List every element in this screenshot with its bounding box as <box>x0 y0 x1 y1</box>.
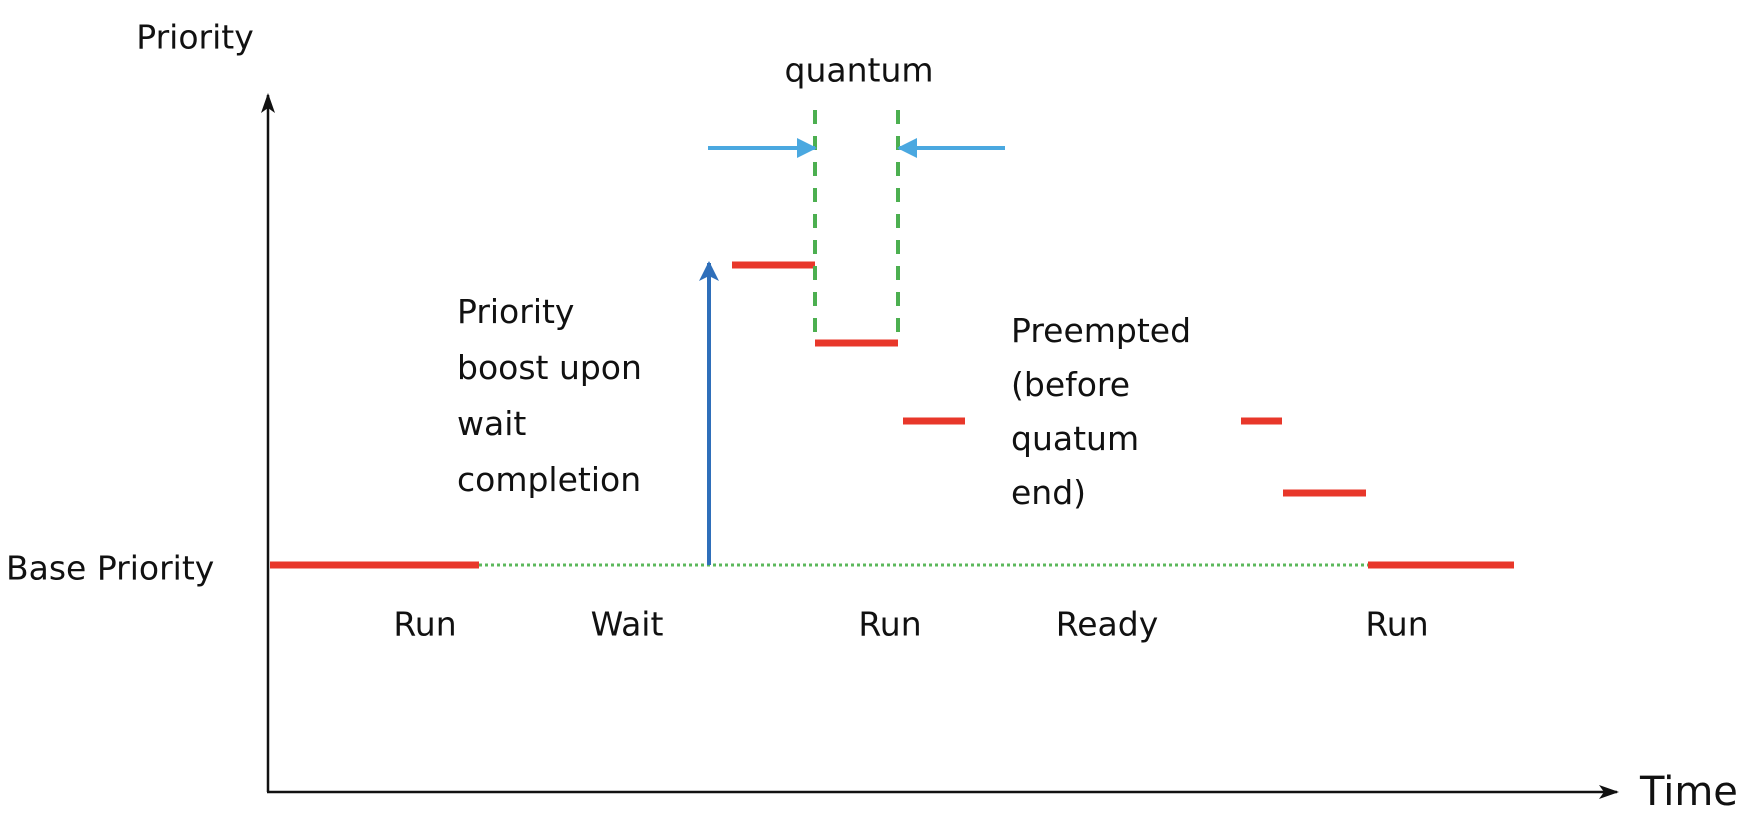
preempted-annotation: Preempted (before quatum end) <box>1011 304 1191 520</box>
state-label-ready: Ready <box>1055 604 1159 644</box>
state-label-run: Run <box>858 604 922 644</box>
state-label-run: Run <box>1365 604 1429 644</box>
x-axis-label: Time <box>1640 769 1738 815</box>
annotation-line: boost upon <box>457 348 642 387</box>
annotation-line: (before <box>1011 365 1131 404</box>
state-label-run: Run <box>393 604 457 644</box>
quantum-label: quantum <box>784 50 934 90</box>
base-priority-label: Base Priority <box>6 548 215 588</box>
annotation-line: quatum <box>1011 419 1140 458</box>
annotation-line: Priority <box>457 292 575 331</box>
annotation-line: completion <box>457 460 642 499</box>
boost-annotation: Priority boost upon wait completion <box>457 284 642 508</box>
annotation-line: end) <box>1011 473 1087 512</box>
annotation-line: Preempted <box>1011 311 1192 350</box>
y-axis-label: Priority <box>136 17 254 57</box>
annotation-line: wait <box>457 404 527 443</box>
state-label-wait: Wait <box>590 604 664 644</box>
priority-segments <box>270 261 1514 569</box>
